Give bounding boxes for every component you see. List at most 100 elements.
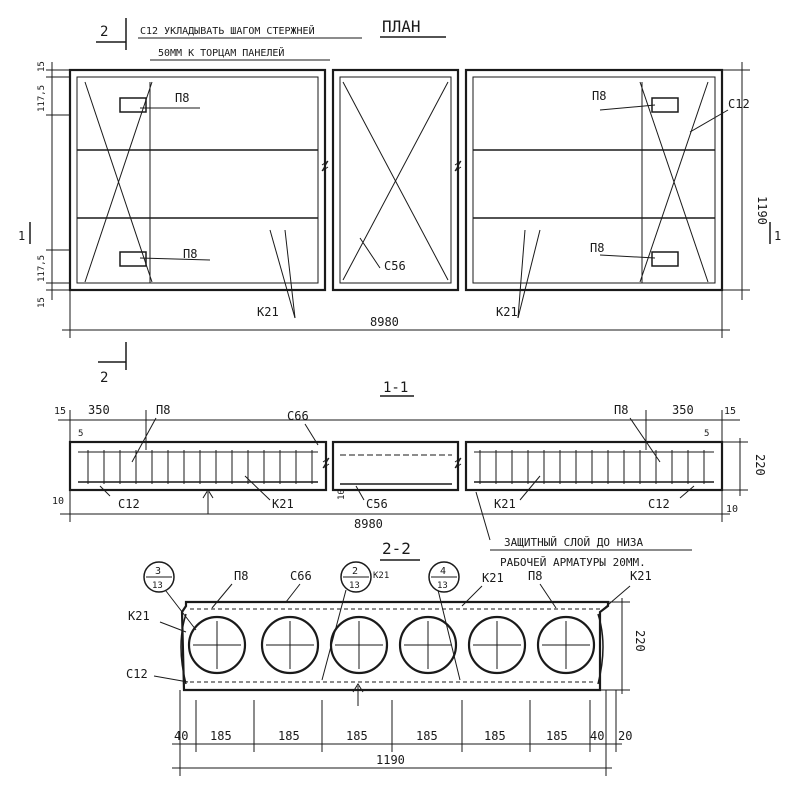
void-6 [536,615,596,675]
section22-edge-loop-right [597,613,604,685]
section22-label-k21-left: К21 [128,609,150,623]
plan-note-line2: 50ММ К ТОРЦАМ ПАНЕЛЕЙ [158,46,284,59]
section22-dim-1: 185 [210,729,232,743]
plan-slab-right-inner [472,76,716,284]
plan-label-k21-right: К21 [496,305,518,319]
plan-dim-top: 15 [37,61,47,72]
section11-dim-350-right: 350 [672,403,694,417]
section22-dim-6: 185 [546,729,568,743]
section11-slab-left [68,440,328,492]
section11-load-arrowhead [202,489,214,499]
void-4 [398,615,458,675]
section22-label-p8-right: П8 [528,569,542,583]
plan-label-c12: С12 [728,97,750,111]
plan-label-p8-bl: П8 [183,247,197,261]
void-3 [329,615,389,675]
plan-mesh-right-diag2 [639,81,709,283]
plan-mesh-mid-diag2 [342,81,449,281]
leader-callout-mid [321,589,347,681]
section11-title: 1-1 [383,380,408,396]
plan-loop-bl [119,251,147,267]
leader-section11-c12-left [99,485,111,497]
leader-section11-c66 [304,423,319,446]
leader-section22-p8-right [539,583,557,609]
section11-dim-350-left: 350 [88,403,110,417]
leader-callout-left [165,590,197,631]
section11-dim-220: 220 [753,454,767,476]
section11-dim-5-right: 5 [704,429,709,439]
section22-dim-2: 185 [278,729,300,743]
section11-label-p8-right: П8 [614,403,628,417]
plan-cut-left: 1 [18,229,25,243]
section-1-1: 1-1 [52,380,767,569]
plan-mark-bottom: 2 [100,370,108,386]
leader-section22-p8-left [211,583,233,609]
leader-k21-left-b [284,229,296,319]
section11-label-c66: С66 [287,409,309,423]
leader-section22-c12 [153,675,189,683]
section11-break-left [322,457,330,469]
section22-label-c12: С12 [126,667,148,681]
section11-slab-right [464,440,724,492]
plan-cut-right: 1 [774,229,781,243]
section22-dim-total: 1190 [376,753,405,767]
plan-title: ПЛАН [382,17,421,36]
section22-voids [187,615,596,675]
section22-callout-left [143,561,175,593]
leader-section11-k21-left [244,475,271,501]
section11-stirrups-right [479,450,705,484]
void-1 [187,615,247,675]
leader-k21-left-a [269,229,296,319]
section22-dim-5: 185 [484,729,506,743]
plan-slab-middle [331,68,460,292]
section22-label-p8-left: П8 [234,569,248,583]
leader-section11-k21-right [519,475,541,501]
section22-dim-0: 40 [174,729,188,743]
plan-slab-left-inner [76,76,319,284]
plan-loop-tl [119,97,147,113]
leader-section11-c56 [355,485,365,501]
section11-label-c12-right: С12 [648,497,670,511]
leader-p8-br [599,254,656,259]
leader-p8-bl [139,257,211,261]
section22-callout-mid-extra: К21 [373,571,389,581]
section22-load-arrowhead [352,683,364,693]
section22-callout-mid [340,561,372,593]
plan-label-k21-left: К21 [257,305,279,319]
plan-loop-tr [651,97,679,113]
break-mark-right [454,160,462,172]
section22-callout-mid-top: 2 [352,566,358,577]
section22-dim-220: 220 [633,630,647,652]
section11-break-right [454,457,462,469]
section11-dim-8980: 8980 [354,517,383,531]
section11-dim-5-left: 5 [78,429,83,439]
section22-label-k21-right: К21 [630,569,652,583]
leader-section11-note [475,491,491,541]
plan-view: 2 С12 УКЛАДЫВАТЬ ШАГОМ СТЕРЖНЕЙ 50ММ К Т… [18,17,781,386]
section22-title: 2-2 [382,539,411,558]
void-5 [467,615,527,675]
leader-callout-right [437,589,461,681]
section11-dim-10-left: 10 [52,496,64,507]
plan-mesh-left-diag2 [84,81,153,283]
plan-slab-middle-inner [339,76,452,284]
section22-dim-3: 185 [346,729,368,743]
section11-dim-10-right: 10 [726,504,738,515]
section22-callout-right-bot: 13 [437,581,448,591]
leader-k21-right-a [517,229,526,319]
leader-c56 [359,237,381,269]
section11-label-c56: С56 [366,497,388,511]
plan-label-p8-br: П8 [590,241,604,255]
plan-dim-height: 1190 [755,196,769,225]
section11-label-c12-left: С12 [118,497,140,511]
section11-label-k21-left: К21 [272,497,294,511]
section22-edge-loop-left [180,613,187,685]
plan-dim-117-top: 117,5 [37,85,47,112]
plan-dim-117-bot: 117,5 [37,255,47,282]
plan-loop-br [651,251,679,267]
section22-callout-right-top: 4 [440,566,446,577]
section22-callout-mid-bot: 13 [349,581,360,591]
void-2 [260,615,320,675]
leader-k21-right-b [517,229,541,319]
